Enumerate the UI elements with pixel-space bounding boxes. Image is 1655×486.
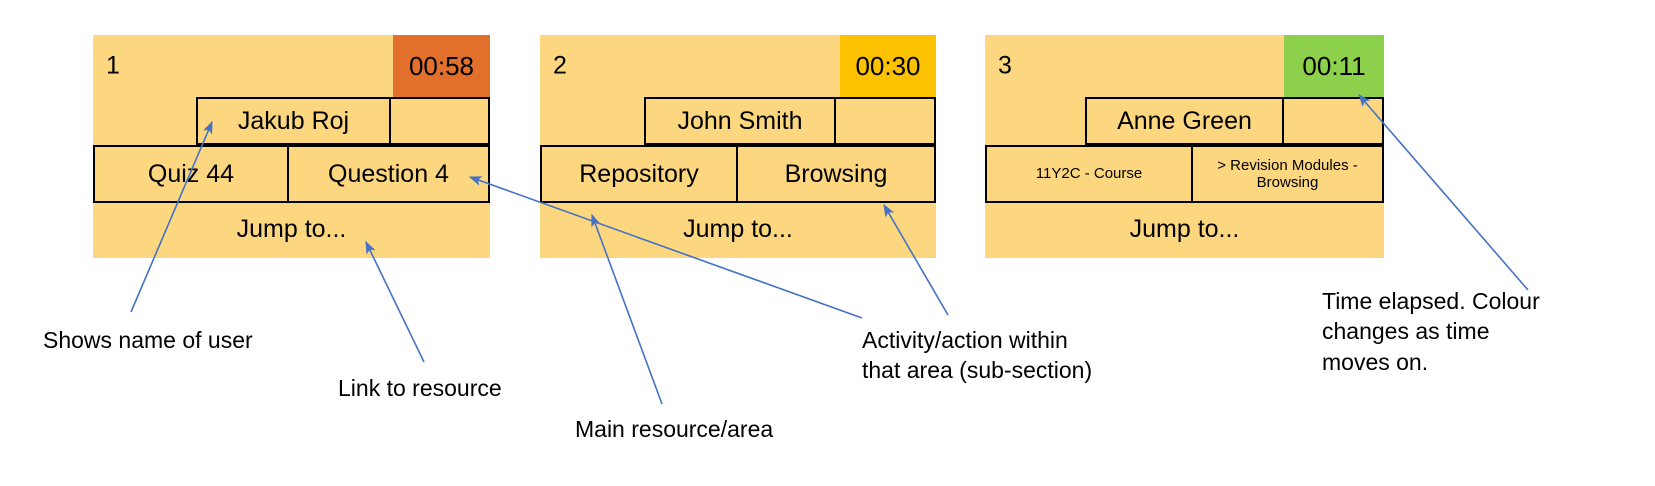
card-3-timer-badge: 00:11	[1284, 35, 1384, 97]
card-1-header: 1 00:58	[93, 35, 490, 97]
card-2-header: 2 00:30	[540, 35, 936, 97]
card-2-jump-to[interactable]: Jump to...	[540, 203, 936, 255]
card-3-resource-row: 11Y2C - Course > Revision Modules - Brow…	[985, 145, 1384, 203]
card-3-user-name-label: Anne Green	[1117, 106, 1252, 135]
card-2-resource-label: Repository	[579, 159, 699, 188]
card-2-user-name[interactable]: John Smith	[644, 97, 836, 145]
card-1-sub-section-label: Question 4	[328, 159, 449, 188]
card-1-timer-badge: 00:58	[393, 35, 490, 97]
card-3-resource[interactable]: 11Y2C - Course	[985, 145, 1193, 203]
card-2-name-pad	[836, 97, 936, 145]
annotation-link-to-resource: Link to resource	[338, 375, 502, 401]
card-2-name-row: John Smith	[540, 97, 936, 145]
card-1-resource-row: Quiz 44 Question 4	[93, 145, 490, 203]
session-card-2[interactable]: 2 00:30 John Smith Repository Browsing J…	[540, 35, 936, 258]
card-3-sub-section[interactable]: > Revision Modules - Browsing	[1193, 145, 1384, 203]
card-3-name-pad	[1284, 97, 1384, 145]
card-2-timer-value: 00:30	[855, 50, 921, 81]
card-1-index: 1	[106, 51, 120, 80]
card-1-user-name[interactable]: Jakub Roj	[196, 97, 391, 145]
card-1-resource[interactable]: Quiz 44	[93, 145, 289, 203]
card-1-timer-value: 00:58	[408, 50, 475, 81]
card-2-timer-badge: 00:30	[840, 35, 936, 97]
card-2-resource-row: Repository Browsing	[540, 145, 936, 203]
card-1-resource-label: Quiz 44	[147, 159, 235, 188]
card-3-jump-to-label: Jump to...	[1129, 214, 1240, 243]
arrow-time-elapsed	[1358, 94, 1529, 291]
card-3-index: 3	[998, 51, 1012, 80]
card-1-name-row: Jakub Roj	[93, 97, 490, 145]
annotation-time-elapsed: Time elapsed. Colour changes as time mov…	[1322, 288, 1540, 375]
arrow-link-to-resource	[365, 240, 425, 363]
card-1-name-pad	[391, 97, 490, 145]
card-3-header: 3 00:11	[985, 35, 1384, 97]
annotation-activity-action: Activity/action within that area (sub-se…	[862, 327, 1093, 384]
card-1-user-name-label: Jakub Roj	[237, 106, 350, 135]
card-3-jump-to[interactable]: Jump to...	[985, 203, 1384, 255]
session-card-3[interactable]: 3 00:11 Anne Green 11Y2C - Course > Revi…	[985, 35, 1384, 258]
card-1-jump-to-label: Jump to...	[236, 214, 347, 243]
card-2-sub-section[interactable]: Browsing	[738, 145, 936, 203]
card-2-sub-section-label: Browsing	[784, 159, 888, 188]
card-1-sub-section[interactable]: Question 4	[289, 145, 490, 203]
card-2-resource[interactable]: Repository	[540, 145, 738, 203]
card-3-user-name[interactable]: Anne Green	[1085, 97, 1284, 145]
card-1-jump-to[interactable]: Jump to...	[93, 203, 490, 255]
card-2-jump-to-label: Jump to...	[683, 214, 793, 243]
card-2-index: 2	[553, 51, 567, 80]
session-card-1[interactable]: 1 00:58 Jakub Roj Quiz 44 Question 4 Jum…	[93, 35, 490, 258]
card-2-user-name-label: John Smith	[677, 106, 803, 135]
card-3-name-row: Anne Green	[985, 97, 1384, 145]
card-3-timer-value: 00:11	[1302, 50, 1366, 81]
annotation-shows-name-of-user: Shows name of user	[43, 327, 253, 353]
card-3-resource-label: 11Y2C - Course	[1035, 165, 1143, 183]
card-3-sub-section-label: > Revision Modules - Browsing	[1217, 156, 1358, 191]
annotation-main-resource-area: Main resource/area	[575, 416, 774, 442]
